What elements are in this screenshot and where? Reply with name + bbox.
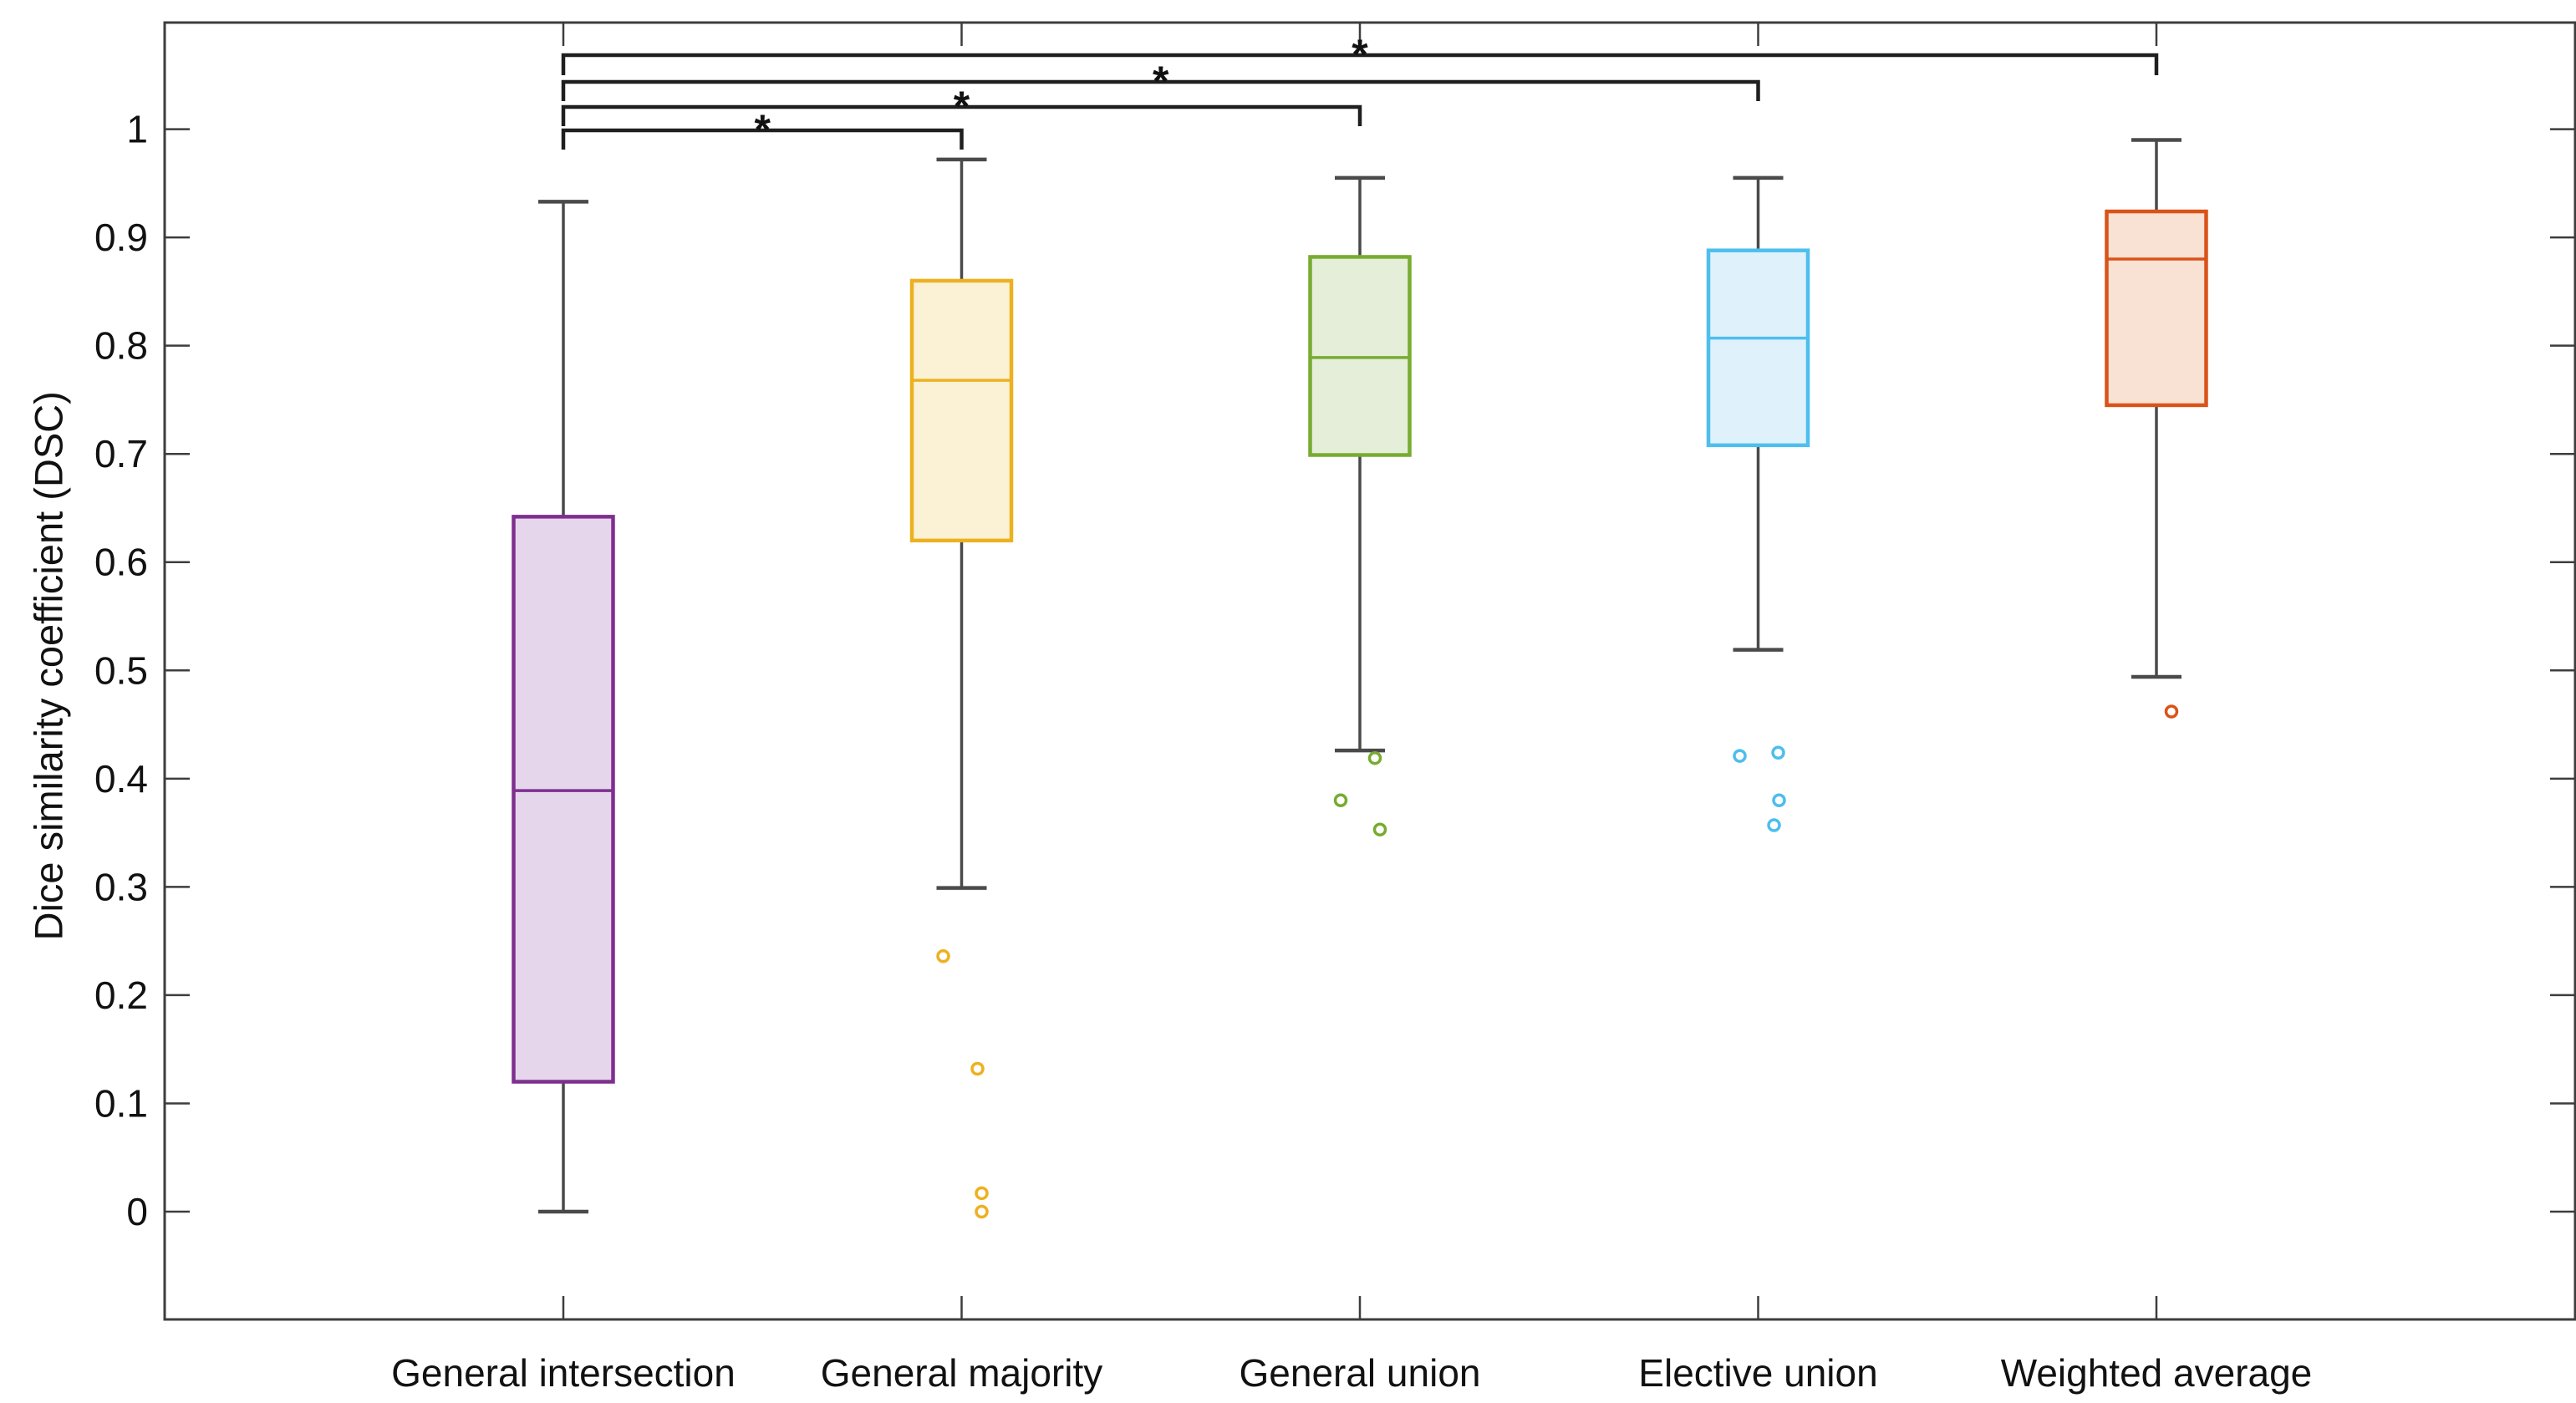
outlier-point: [2164, 704, 2179, 719]
y-tick-label: 0.7: [94, 432, 148, 475]
y-tick-label: 1: [126, 108, 148, 151]
outlier-point: [975, 1186, 989, 1201]
box-rect: [1308, 255, 1412, 457]
y-tick-label: 0.2: [94, 973, 148, 1017]
outlier-point: [1372, 822, 1387, 836]
outlier-point: [970, 1061, 985, 1076]
outlier-point: [1367, 750, 1382, 765]
significance-asterisk: *: [954, 83, 970, 130]
x-tick-label: General intersection: [391, 1351, 736, 1395]
y-tick-label: 0.5: [94, 648, 148, 692]
outlier-point: [1733, 749, 1747, 763]
y-tick-label: 0.9: [94, 216, 148, 259]
x-tick-label: Weighted average: [2001, 1351, 2313, 1395]
significance-bracket: [561, 79, 1760, 101]
significance-asterisk: *: [1352, 31, 1368, 78]
box-rect: [909, 278, 1014, 543]
outlier-point: [1772, 793, 1786, 807]
x-tick-label: Elective union: [1638, 1351, 1877, 1395]
significance-bracket: [561, 53, 2159, 75]
box-rect: [1706, 248, 1810, 448]
outlier-point: [936, 949, 950, 963]
y-axis-title: Dice similarity coefficient (DSC): [26, 391, 71, 941]
y-tick-label: 0.6: [94, 541, 148, 584]
significance-asterisk: *: [1153, 58, 1169, 104]
box-rect: [512, 515, 615, 1084]
box-rect: [2105, 209, 2208, 408]
outlier-point: [1771, 745, 1785, 760]
significance-bracket: [561, 104, 1362, 126]
y-tick-label: 0.8: [94, 324, 148, 368]
y-tick-label: 0: [126, 1190, 148, 1233]
outlier-point: [1333, 793, 1348, 807]
y-tick-label: 0.3: [94, 865, 148, 908]
outlier-point: [1767, 818, 1781, 832]
x-tick-label: General union: [1240, 1351, 1481, 1395]
significance-bracket: [561, 128, 964, 150]
y-tick-label: 0.1: [94, 1081, 148, 1125]
outlier-point: [975, 1204, 989, 1219]
x-tick-label: General majority: [821, 1351, 1102, 1395]
significance-asterisk: *: [755, 106, 771, 153]
y-tick-label: 0.4: [94, 757, 148, 801]
